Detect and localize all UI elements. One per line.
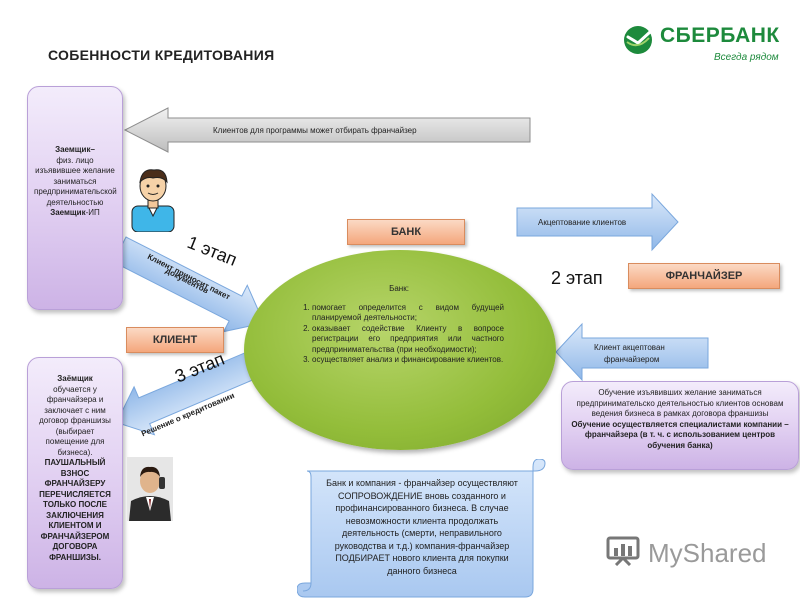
bank-ellipse: Банк: помогает определится с видом будущ… xyxy=(244,250,556,450)
franchiser-label: ФРАНЧАЙЗЕР xyxy=(628,263,780,289)
myshared-text: MyShared xyxy=(648,538,767,568)
bank-ellipse-content: Банк: помогает определится с видом будущ… xyxy=(294,284,504,366)
bank-function-item: осуществляет анализ и финансирование кли… xyxy=(312,355,504,366)
borrower-franchise-box: Заёмщик обучается у франчайзера и заключ… xyxy=(27,357,123,589)
borrower-description: физ. лицо изъявившее желание заниматься … xyxy=(34,155,117,207)
support-scroll-text: Банк и компания - франчайзер осуществляю… xyxy=(326,478,518,576)
arrow-stage3-decision xyxy=(115,349,263,436)
page-title: СОБЕННОСТИ КРЕДИТОВАНИЯ xyxy=(48,47,275,63)
sberbank-logo-name: СБЕРБАНК xyxy=(660,24,780,47)
bank-function-item: помогает определится с видом будущей пла… xyxy=(312,303,504,324)
borrower-footer-bold: Заемщик xyxy=(50,208,86,217)
bank-label: БАНК xyxy=(347,219,465,245)
client-person-icon xyxy=(131,169,175,232)
scroll-shape xyxy=(297,459,546,598)
borrower-franchise-heading: Заёмщик xyxy=(57,374,93,383)
stage2-label: 2 этап xyxy=(551,268,603,288)
client-label: КЛИЕНТ xyxy=(126,327,224,353)
sberbank-logo-icon xyxy=(624,26,652,54)
support-scroll: Банк и компания - франчайзер осуществляю… xyxy=(297,459,547,599)
training-note: Обучение осуществляется специалистами ко… xyxy=(571,419,789,450)
borrower-box: Заемщик– физ. лицо изъявившее желание за… xyxy=(27,86,123,310)
arrow-client-accepted-label-2: франчайзером xyxy=(604,355,660,364)
borrower-footer-rest: -ИП xyxy=(85,208,100,217)
arrow-accept-clients xyxy=(516,192,679,252)
borrower-franchise-description: обучается у франчайзера и заключает с ни… xyxy=(39,384,111,457)
arrow-franchiser-selects xyxy=(123,107,531,153)
training-box: Обучение изъявивших желание заниматься п… xyxy=(561,381,799,470)
businessman-photo xyxy=(127,457,173,521)
borrower-franchise-fee-note: ПАУШАЛЬНЫЙ ВЗНОС ФРАНЧАЙЗЕРУ ПЕРЕЧИСЛЯЕТ… xyxy=(39,458,111,562)
bank-ellipse-title: Банк: xyxy=(389,284,409,293)
myshared-icon xyxy=(606,536,640,566)
arrow-client-accepted-label-1: Клиент акцептован xyxy=(594,343,665,352)
arrow-client-accepted xyxy=(555,322,709,382)
training-description: Обучение изъявивших желание заниматься п… xyxy=(576,388,784,418)
arrow-stage1-documents xyxy=(112,236,265,333)
bank-functions-list: помогает определится с видом будущей пла… xyxy=(294,303,504,366)
arrow-top-label: Клиентов для программы может отбирать фр… xyxy=(213,126,417,135)
borrower-heading: Заемщик– xyxy=(55,145,95,154)
bank-function-item: оказывает содействие Клиенту в вопросе р… xyxy=(312,324,504,356)
borrower-footer: Заемщик-ИП xyxy=(34,208,116,219)
myshared-watermark: MyShared xyxy=(606,532,776,572)
sberbank-logo: СБЕРБАНК Всегда рядом xyxy=(622,22,782,72)
arrow-accept-label: Акцептование клиентов xyxy=(538,218,627,227)
sberbank-logo-tagline: Всегда рядом xyxy=(714,52,779,63)
